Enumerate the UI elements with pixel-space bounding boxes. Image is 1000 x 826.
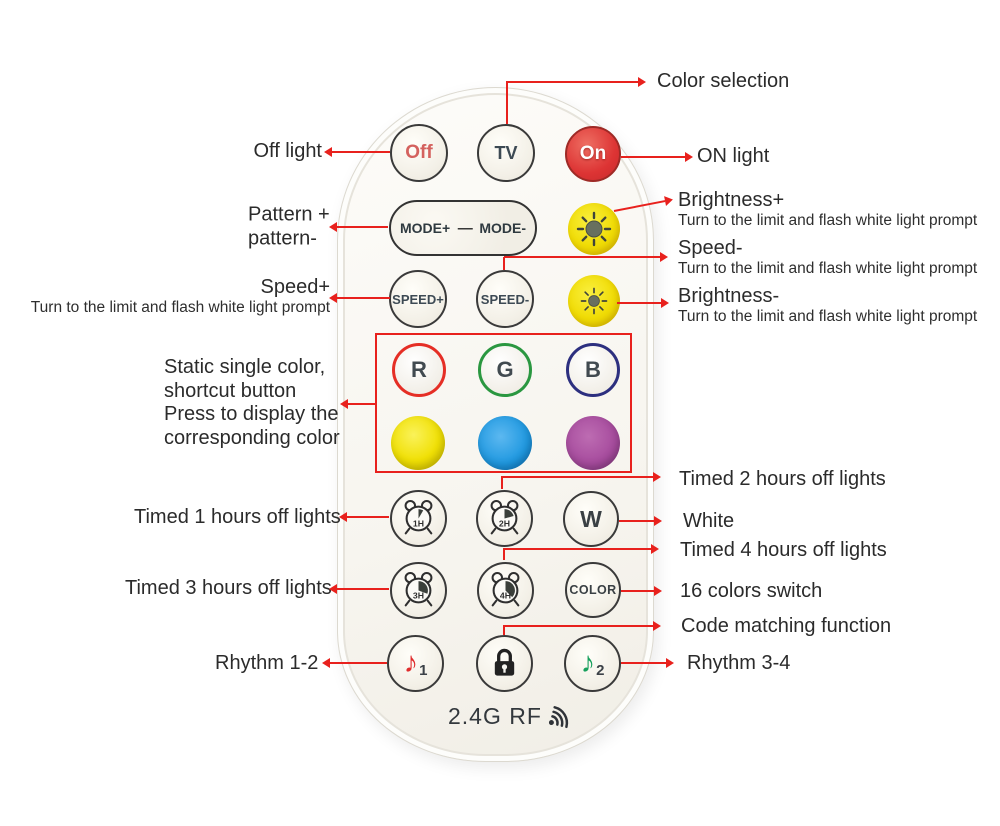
label-off-light: Off light <box>253 140 322 163</box>
label-16-colors: 16 colors switch <box>680 580 823 603</box>
sun-icon <box>580 287 608 315</box>
sun-icon <box>576 211 612 247</box>
music-note-icon: ♪ <box>580 647 596 679</box>
label-speed-plus: Speed+ Turn to the limit and flash white… <box>31 276 330 318</box>
connector-timed-3h <box>329 584 389 594</box>
green-button[interactable]: G <box>478 343 532 397</box>
rgb-highlight-frame <box>375 333 632 473</box>
label-timed-4h: Timed 4 hours off lights <box>680 539 887 562</box>
alarm-clock-icon: 3H <box>404 571 433 607</box>
connector-off-light <box>324 147 390 157</box>
label-brightness-minus-sub: Turn to the limit and flash white light … <box>678 307 978 325</box>
speed-minus-button[interactable]: SPEED- <box>476 270 534 328</box>
connector-color-selection-stem <box>506 81 508 124</box>
connector-speed-minus-stem <box>503 257 505 270</box>
connector-code-matching-stem <box>503 625 505 635</box>
connector-color-selection <box>507 77 646 87</box>
off-button[interactable]: Off <box>390 124 448 182</box>
red-button[interactable]: R <box>392 343 446 397</box>
connector-timed-2h <box>502 472 661 482</box>
connector-pattern <box>329 222 388 232</box>
connector-brightness-minus <box>617 298 669 308</box>
label-rhythm-3-4: Rhythm 3-4 <box>687 652 791 675</box>
label-color-selection: Color selection <box>657 70 790 93</box>
label-speed-plus-title: Speed+ <box>260 275 330 298</box>
lock-icon <box>494 648 515 676</box>
rf-label: 2.4G RF <box>448 703 542 729</box>
alarm-clock-icon: 4H <box>491 571 520 607</box>
timer-3h-button[interactable]: 3H <box>390 562 447 619</box>
yellow-color-button[interactable] <box>391 416 445 470</box>
rf-brand: 2.4G RF <box>448 703 575 730</box>
timer-4h-button[interactable]: 4H <box>477 562 534 619</box>
mode-minus-key[interactable]: MODE- <box>479 220 526 236</box>
label-brightness-plus-title: Brightness+ <box>678 188 785 211</box>
color-button[interactable]: COLOR <box>565 562 621 618</box>
label-speed-minus-sub: Turn to the limit and flash white light … <box>678 259 978 277</box>
timer-2h-button[interactable]: 2H <box>476 490 533 547</box>
brightness-plus-button[interactable] <box>568 203 620 255</box>
rhythm-1-2-button[interactable]: ♪ 1 <box>387 635 444 692</box>
label-code-matching: Code matching function <box>681 615 892 638</box>
rf-signal-icon <box>548 706 569 729</box>
on-button[interactable]: On <box>565 126 621 182</box>
label-speed-minus-title: Speed- <box>678 236 743 259</box>
connector-speed-minus <box>504 252 668 262</box>
mode-dash: — <box>457 219 473 237</box>
rhythm-1-label: 1 <box>419 662 428 679</box>
timer-1h-label: 1H <box>413 519 424 529</box>
connector-timed-4h-stem <box>503 548 505 560</box>
connector-timed-2h-stem <box>501 476 503 489</box>
connector-white <box>619 516 662 526</box>
label-pattern: Pattern + pattern- <box>248 203 330 249</box>
label-timed-1h: Timed 1 hours off lights <box>134 506 341 529</box>
speed-plus-button[interactable]: SPEED+ <box>389 270 447 328</box>
connector-speed-plus <box>329 293 390 303</box>
alarm-clock-icon: 1H <box>404 499 433 535</box>
remote-body: Off TV On MODE+ — MODE- SPEED+ SPEED- <box>337 87 654 762</box>
label-static-color: Static single color, shortcut button Pre… <box>164 355 340 449</box>
blue-button[interactable]: B <box>566 343 620 397</box>
purple-color-button[interactable] <box>566 416 620 470</box>
connector-16-colors <box>621 586 662 596</box>
connector-on-light <box>621 152 693 162</box>
tv-button[interactable]: TV <box>477 124 535 182</box>
mode-pill: MODE+ — MODE- <box>389 200 537 256</box>
alarm-clock-icon: 2H <box>490 499 519 535</box>
code-matching-button[interactable] <box>476 635 533 692</box>
connector-timed-1h <box>339 512 389 522</box>
label-timed-3h: Timed 3 hours off lights <box>125 577 332 600</box>
label-timed-2h: Timed 2 hours off lights <box>679 468 886 491</box>
connector-rhythm-1-2 <box>322 658 387 668</box>
label-speed-plus-sub: Turn to the limit and flash white light … <box>30 298 330 316</box>
timer-3h-label: 3H <box>413 591 424 601</box>
label-brightness-minus: Brightness- Turn to the limit and flash … <box>678 285 977 327</box>
rhythm-2-label: 2 <box>596 662 605 679</box>
timer-2h-label: 2H <box>499 519 510 529</box>
brightness-minus-button[interactable] <box>568 275 620 327</box>
label-rhythm-1-2: Rhythm 1-2 <box>215 652 319 675</box>
label-brightness-plus-sub: Turn to the limit and flash white light … <box>678 211 978 229</box>
connector-code-matching <box>504 621 661 631</box>
connector-static-color <box>340 399 375 409</box>
label-brightness-plus: Brightness+ Turn to the limit and flash … <box>678 189 977 231</box>
timer-1h-button[interactable]: 1H <box>390 490 447 547</box>
white-button[interactable]: W <box>563 491 619 547</box>
rhythm-3-4-button[interactable]: ♪ 2 <box>564 635 621 692</box>
music-note-icon: ♪ <box>403 647 419 679</box>
connector-timed-4h <box>504 544 659 554</box>
label-white: White <box>683 510 735 533</box>
label-brightness-minus-title: Brightness- <box>678 284 780 307</box>
blue-color-button[interactable] <box>478 416 532 470</box>
label-speed-minus: Speed- Turn to the limit and flash white… <box>678 237 977 279</box>
label-on-light: ON light <box>697 145 770 168</box>
connector-rhythm-3-4 <box>621 658 674 668</box>
timer-4h-label: 4H <box>500 591 511 601</box>
mode-plus-key[interactable]: MODE+ <box>400 220 451 236</box>
